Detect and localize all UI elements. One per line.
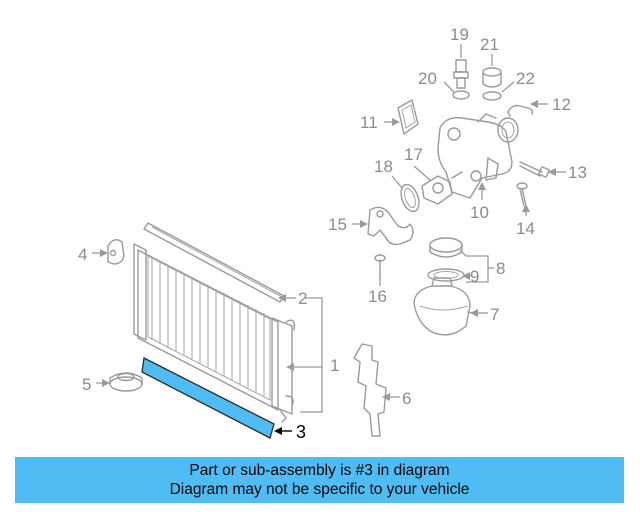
bolt-part-16[interactable] <box>374 254 386 279</box>
callout-8: 8 <box>496 259 505 278</box>
callout-12: 12 <box>552 95 571 114</box>
flange-part-15[interactable] <box>367 206 414 246</box>
cap-part-9[interactable] <box>427 237 465 282</box>
callout-16: 16 <box>368 287 387 306</box>
plug-part-21[interactable] <box>482 67 502 88</box>
clip-part-12[interactable] <box>507 104 534 117</box>
callout-2: 2 <box>298 289 307 308</box>
radiator-part-1[interactable] <box>133 243 296 423</box>
callout-17: 17 <box>404 145 423 164</box>
o-ring-part-20[interactable] <box>452 90 470 100</box>
callout-11: 11 <box>360 113 378 132</box>
banner-line-1: Part or sub-assembly is #3 in diagram <box>189 462 450 479</box>
thermostat-housing-part-10[interactable] <box>437 113 519 199</box>
callout-14: 14 <box>516 219 535 238</box>
seal-strip-part-2[interactable] <box>143 222 285 303</box>
callout-5: 5 <box>82 375 91 394</box>
expansion-tank-part-7[interactable] <box>413 277 477 336</box>
o-ring-part-22[interactable] <box>482 91 502 101</box>
sensor-part-19[interactable] <box>453 59 469 89</box>
callout-9: 9 <box>470 267 479 286</box>
bolt-part-13[interactable] <box>519 161 550 178</box>
leader-lines <box>92 44 566 435</box>
info-banner: Part or sub-assembly is #3 in diagram Di… <box>15 457 624 503</box>
callout-6: 6 <box>402 389 411 408</box>
callout-3: 3 <box>296 422 306 442</box>
bracket-part-4[interactable] <box>107 239 125 265</box>
callout-15: 15 <box>328 215 347 234</box>
air-guide-part-6[interactable] <box>353 343 387 437</box>
gasket-part-11[interactable] <box>397 99 419 135</box>
callout-13: 13 <box>568 163 587 182</box>
parts-diagram: 1 2 3 4 5 6 7 8 9 10 11 12 13 14 15 16 1… <box>78 25 587 442</box>
callout-19: 19 <box>450 25 469 44</box>
callout-20: 20 <box>418 69 437 88</box>
banner-line-2: Diagram may not be specific to your vehi… <box>169 481 470 498</box>
callout-7: 7 <box>490 305 499 324</box>
o-ring-part-18[interactable] <box>398 182 423 214</box>
callout-1: 1 <box>330 356 339 375</box>
callout-4: 4 <box>78 245 87 264</box>
callout-10: 10 <box>470 203 489 222</box>
callout-18: 18 <box>374 157 393 176</box>
callout-21: 21 <box>480 35 499 54</box>
callout-22: 22 <box>516 69 535 88</box>
screw-part-14[interactable] <box>516 182 528 207</box>
thermostat-part-17[interactable] <box>421 171 463 205</box>
seal-strip-part-3-highlighted[interactable] <box>141 357 275 439</box>
mount-rubber-part-5[interactable] <box>109 372 143 392</box>
